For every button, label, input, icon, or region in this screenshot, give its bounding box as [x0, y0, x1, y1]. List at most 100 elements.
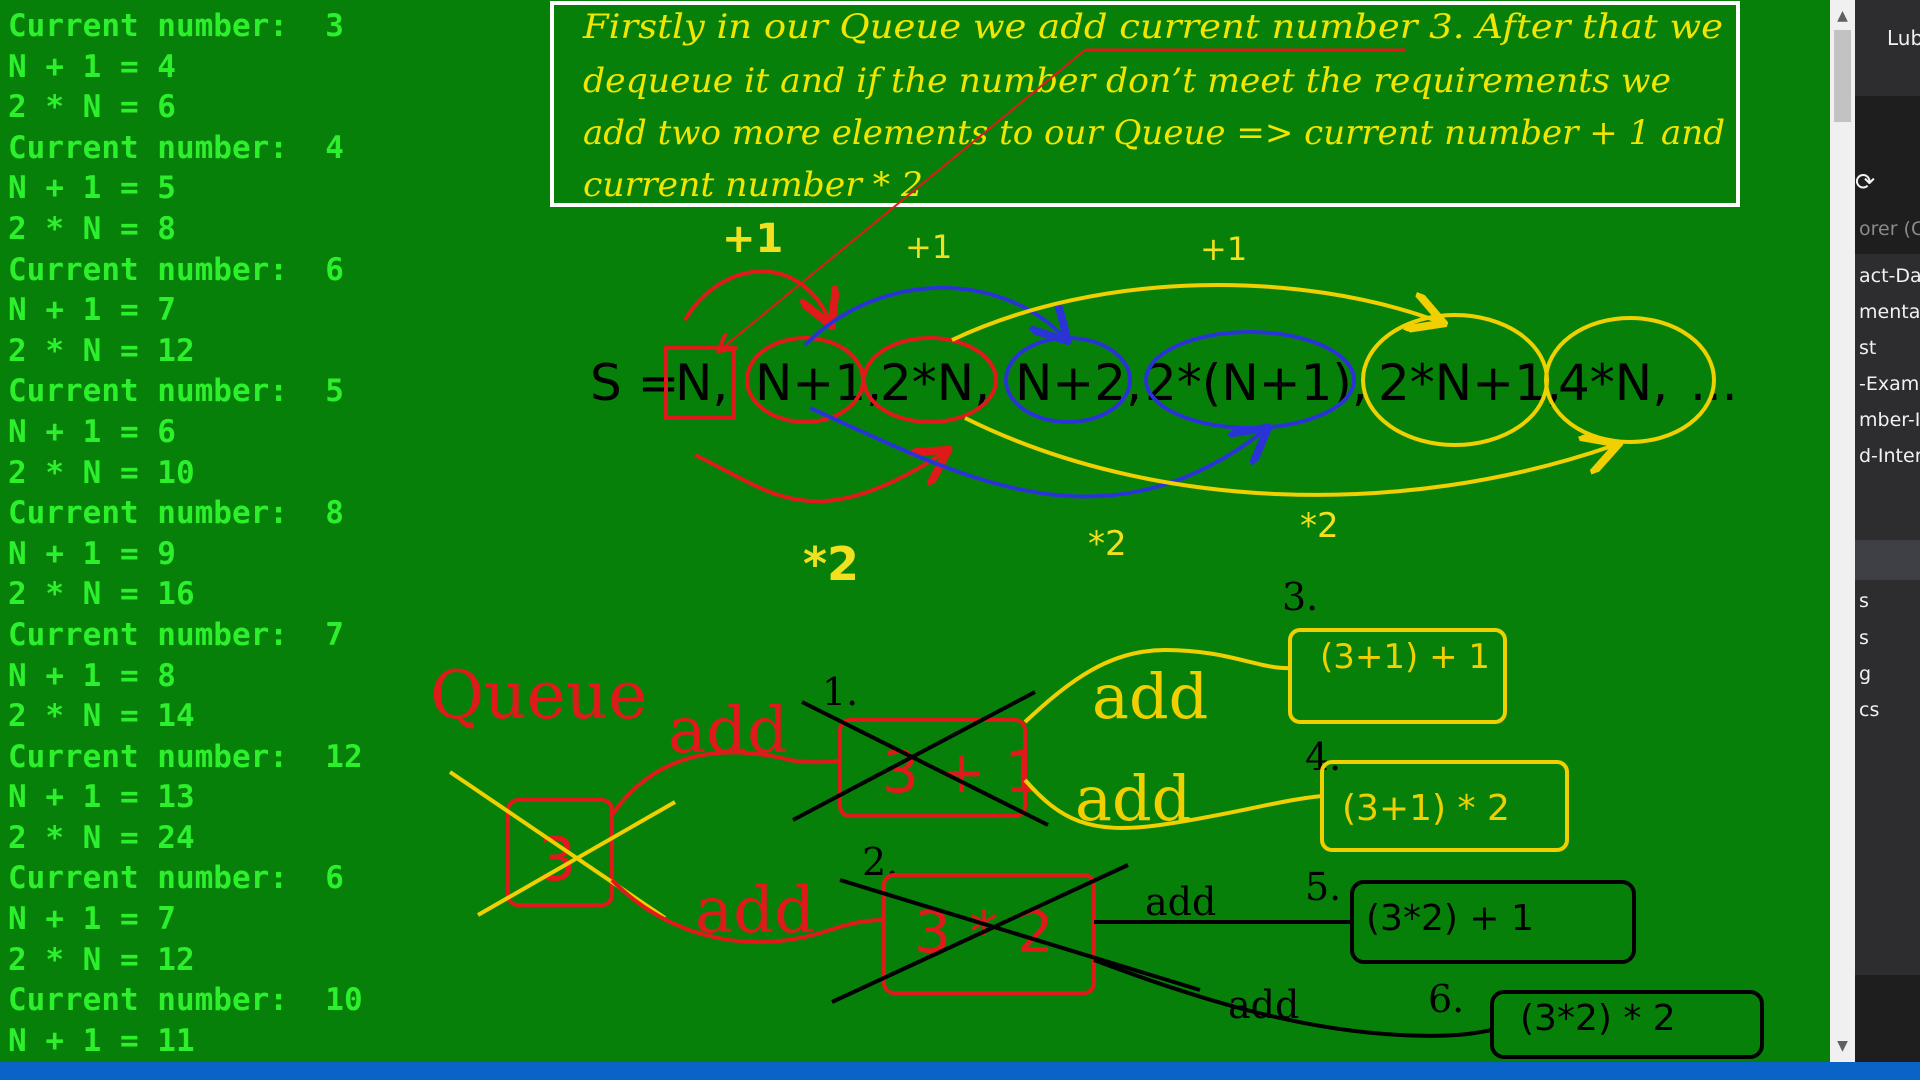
console-line: N + 1 = 7	[8, 292, 176, 329]
queue-add-labels-yellow: add add	[1075, 660, 1208, 835]
console-line: N + 1 = 7	[8, 901, 176, 938]
scroll-down-icon[interactable]: ▼	[1837, 1038, 1848, 1054]
note-pointer-arrow	[720, 49, 1086, 350]
add-label: add	[695, 874, 815, 948]
queue-link-black	[1093, 958, 1493, 1038]
add-label: add	[668, 694, 788, 768]
project-item[interactable]: mber-I	[1859, 409, 1920, 431]
console-line: N + 1 = 11	[8, 1022, 195, 1059]
times-labels: *2 *2 *2	[803, 506, 1339, 591]
refresh-icon[interactable]: ⟳	[1855, 168, 1876, 196]
console-output: Current number: 3 N + 1 = 4 2 * N = 6 Cu…	[8, 6, 363, 1061]
console-line: 2 * N = 12	[8, 332, 195, 369]
sequence-term: N,	[675, 354, 728, 412]
project-item[interactable]: -Examp	[1859, 373, 1920, 395]
console-line: N + 1 = 4	[8, 48, 176, 85]
add-label: add	[1092, 660, 1208, 733]
queue-node-cross	[792, 690, 1036, 822]
property-item[interactable]: s	[1859, 590, 1869, 612]
queue-root-cross	[477, 800, 676, 917]
add-label: add	[1228, 983, 1299, 1027]
property-item[interactable]: s	[1859, 627, 1869, 649]
plus-one-label: +1	[905, 228, 952, 266]
queue-root-box	[506, 798, 614, 907]
property-item[interactable]: cs	[1859, 699, 1880, 721]
scroll-up-icon[interactable]: ▲	[1837, 8, 1848, 24]
project-item[interactable]: menta	[1859, 301, 1920, 323]
console-line: Current number: 12	[8, 738, 363, 775]
console-line: Current number: 7	[8, 616, 344, 653]
add-label: add	[1145, 880, 1216, 924]
child-box-yellow	[1320, 760, 1569, 852]
console-line: Current number: 4	[8, 129, 344, 166]
queue-add-labels-black: add add	[1145, 880, 1299, 1027]
times-two-arrow-yellow	[964, 416, 1615, 497]
console-line: 2 * N = 10	[8, 454, 195, 491]
console-line: N + 1 = 5	[8, 170, 176, 207]
child-value: (3*2) * 2	[1520, 998, 1676, 1039]
vertical-scrollbar[interactable]: ▲ ▼	[1830, 0, 1855, 1062]
child-value: (3+1) * 2	[1342, 788, 1510, 829]
queue-root-cross	[448, 770, 667, 920]
sequence-term: 4*N,	[1558, 354, 1668, 412]
add-label: add	[1075, 762, 1191, 835]
note-text: Firstly in our Queue we add current numb…	[582, 7, 1725, 205]
plus-one-arrow-yellow	[951, 283, 1440, 342]
child-box-black	[1350, 880, 1636, 964]
node-number: 2.	[862, 840, 898, 884]
note-line: Firstly in our Queue we add current numb…	[582, 7, 1723, 47]
sequence-term: 2*N+1,	[1378, 354, 1562, 412]
console-line: Current number: 3	[8, 8, 344, 44]
queue-link-red	[610, 750, 843, 817]
solution-explorer-panel: Lub ⟳ orer (C act-Dat menta st -Examp mb…	[1855, 0, 1920, 1062]
child-number: 5.	[1305, 865, 1341, 909]
console-line: N + 1 = 6	[8, 413, 176, 450]
queue-node-cross	[801, 700, 1049, 827]
queue-add-labels-red: add add	[668, 694, 815, 948]
note-line: add two more elements to our Queue => cu…	[583, 113, 1725, 153]
console-line: Current number: 6	[8, 251, 344, 288]
queue-link-yellow	[1023, 647, 1293, 724]
queue-node-box	[838, 718, 1027, 818]
child-number: 3.	[1282, 575, 1318, 619]
console-line: 2 * N = 24	[8, 819, 195, 856]
plus-one-label: +1	[1200, 230, 1247, 268]
term-circle-yellow	[1544, 316, 1716, 444]
times-two-label: *2	[803, 537, 859, 591]
console-line: Current number: 5	[8, 373, 344, 410]
queue-node-value: 3 + 1	[882, 738, 1041, 806]
console-line: 2 * N = 12	[8, 941, 195, 978]
console-line: Current number: 8	[8, 495, 344, 532]
property-item[interactable]: g	[1859, 663, 1872, 685]
note-line: current number * 2	[583, 165, 923, 205]
queue-title: Queue	[430, 657, 647, 734]
child-box-yellow	[1288, 628, 1507, 724]
console-line: N + 1 = 8	[8, 657, 176, 694]
project-item[interactable]: st	[1859, 337, 1877, 359]
taskbar	[0, 1062, 1920, 1080]
console-line: 2 * N = 6	[8, 89, 176, 126]
console-line: 2 * N = 8	[8, 210, 176, 247]
child-value: (3*2) + 1	[1366, 898, 1534, 939]
console-window: Current number: 3 N + 1 = 4 2 * N = 6 Cu…	[0, 0, 1855, 1062]
note-line: dequeue it and if the number don’t meet …	[583, 61, 1671, 101]
project-item[interactable]: d-Inter	[1859, 445, 1920, 467]
console-line: 2 * N = 16	[8, 576, 195, 613]
console-line: N + 1 = 9	[8, 535, 176, 572]
user-name[interactable]: Lub	[1887, 26, 1920, 50]
times-two-label: *2	[1300, 506, 1339, 546]
toolbar-icons[interactable]: ⟳	[1855, 168, 1875, 196]
child-value: (3+1) + 1	[1320, 637, 1490, 677]
queue-node-cross	[831, 863, 1129, 1004]
plus-one-arrow-blue	[803, 285, 1065, 345]
queue-link-red	[610, 878, 886, 944]
project-item[interactable]: act-Dat	[1859, 265, 1920, 287]
scroll-thumb[interactable]	[1834, 30, 1851, 122]
console-line: Current number: 10	[8, 982, 363, 1019]
panel-title: orer (C	[1859, 218, 1920, 240]
plus-labels: +1 +1 +1	[722, 216, 1247, 268]
annotation-overlay: Firstly in our Queue we add current numb…	[430, 1, 1764, 1059]
console-line: Current number: 6	[8, 860, 344, 897]
times-two-label: *2	[1088, 524, 1127, 564]
queue-link-yellow	[1023, 778, 1323, 830]
